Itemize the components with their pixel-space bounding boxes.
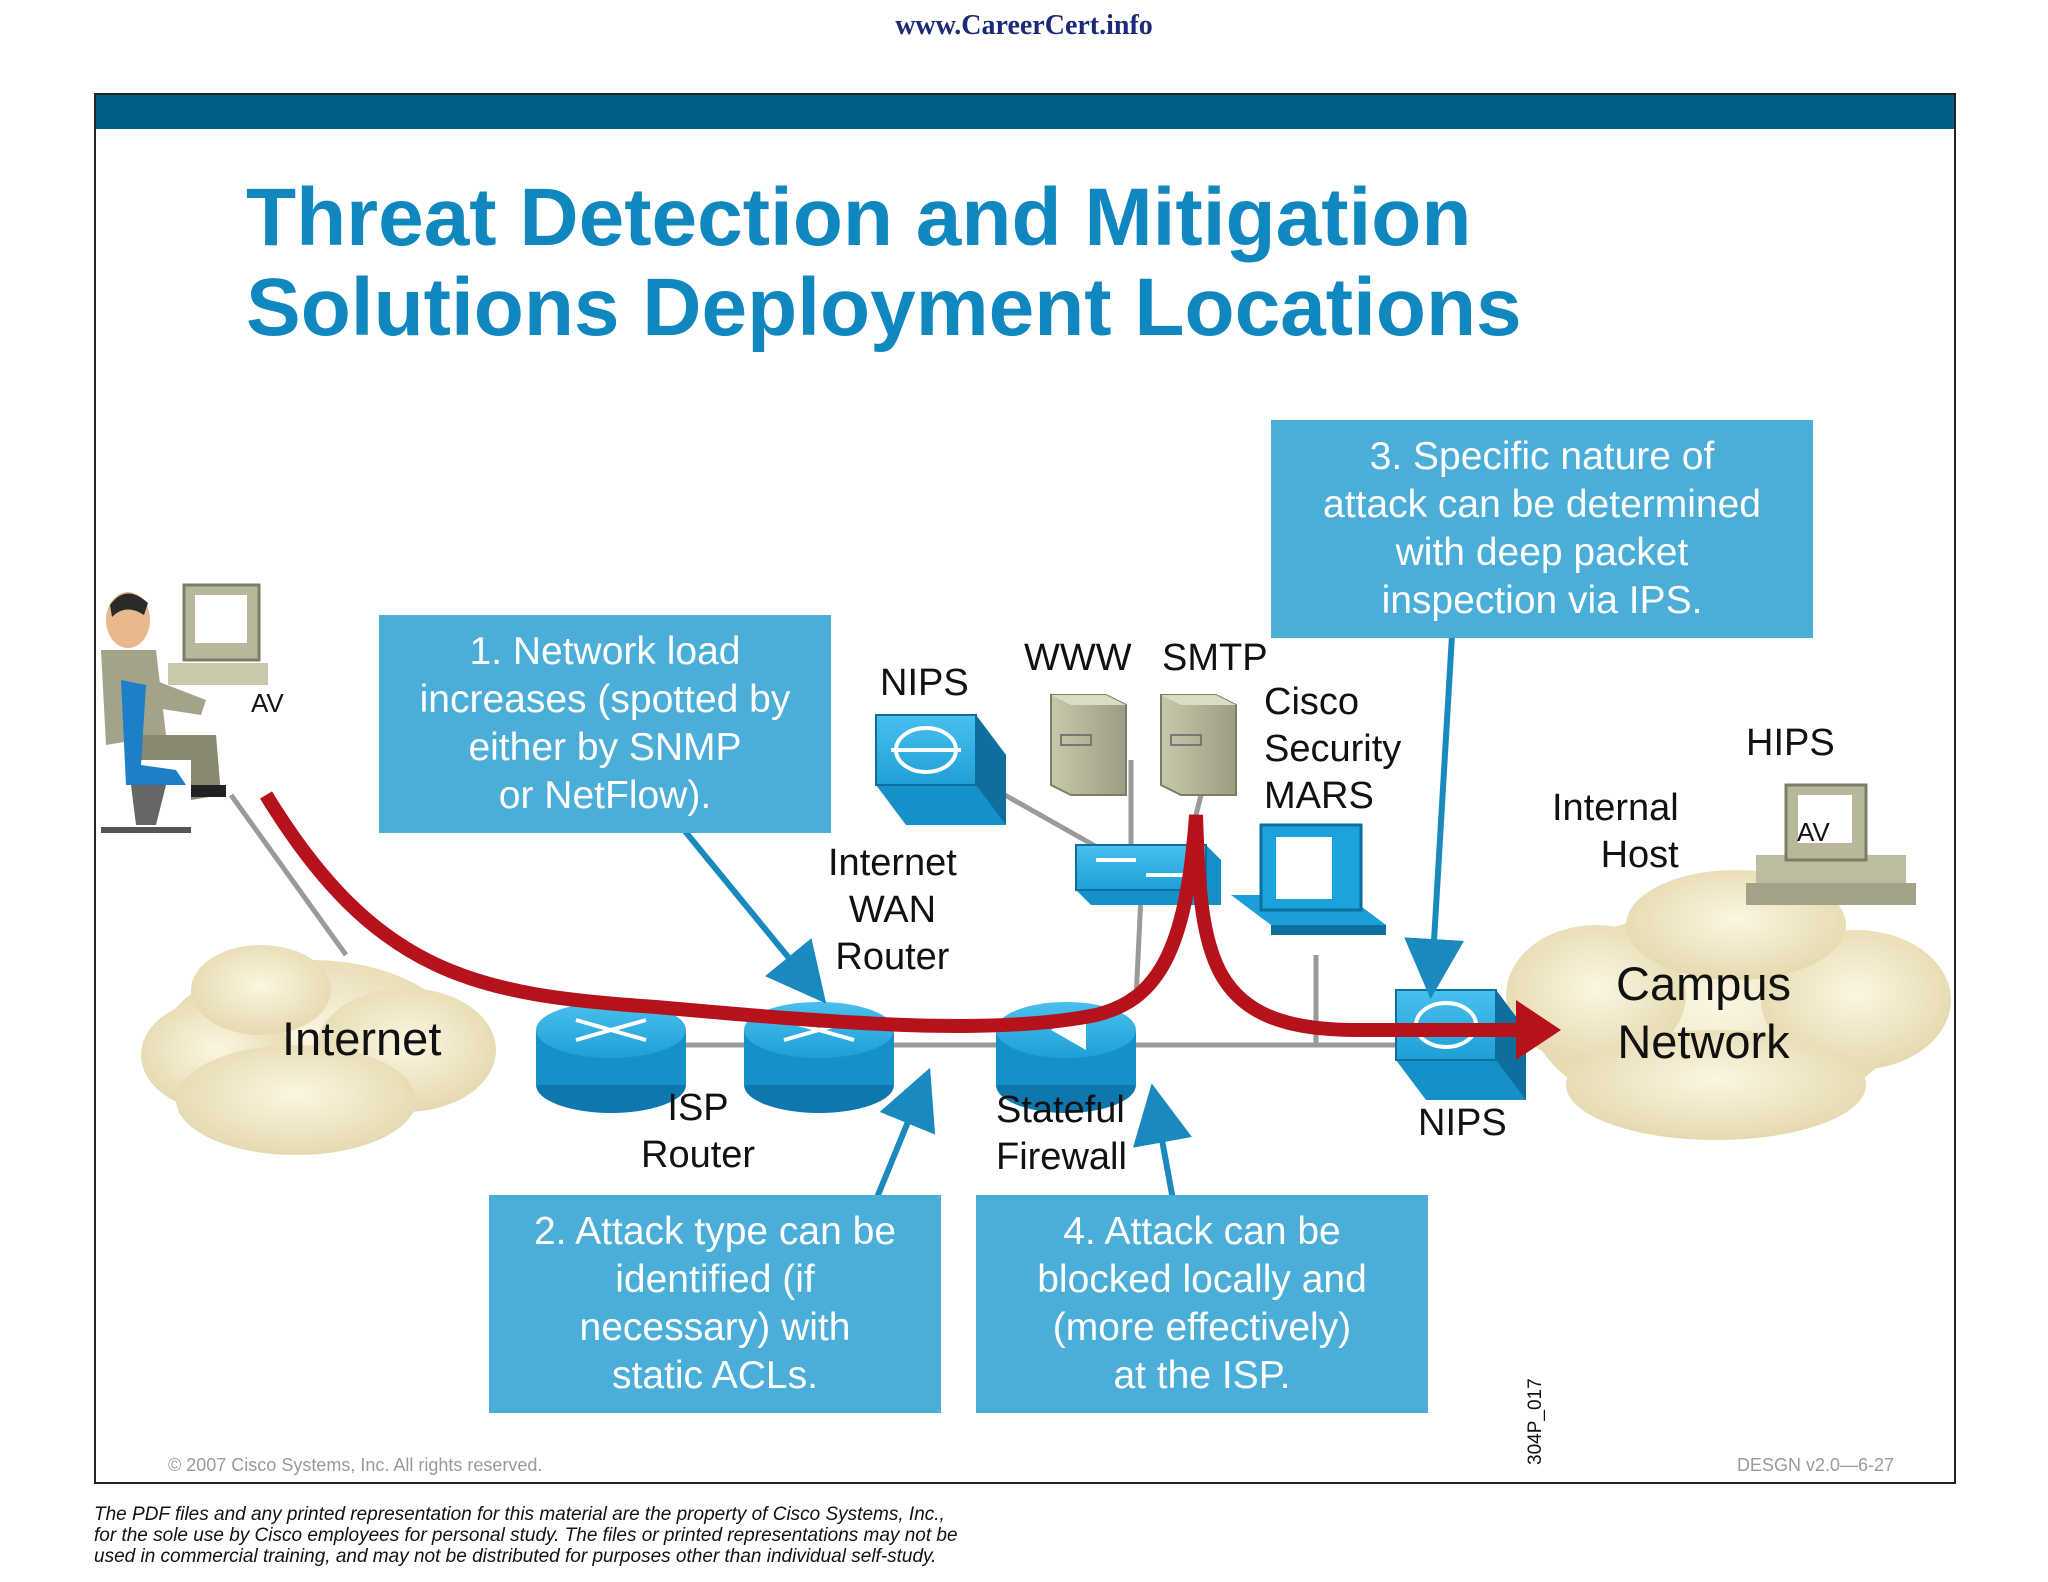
nips-top-device xyxy=(875,714,1006,825)
note-1-line-1: 1. Network load xyxy=(469,630,741,673)
title-line-2: Solutions Deployment Locations xyxy=(246,262,1522,353)
callout-arrows xyxy=(681,634,1465,1202)
label-internal-host-line-2: Host xyxy=(1600,834,1679,876)
note-attack-nature: 3. Specific nature of attack can be dete… xyxy=(1271,420,1813,638)
label-smtp: SMTP xyxy=(1162,637,1268,679)
label-campus-line-2: Network xyxy=(1617,1015,1790,1068)
note-3-line-2: attack can be determined xyxy=(1323,483,1761,526)
disclaimer-line-3: used in commercial training, and may not… xyxy=(94,1546,937,1567)
label-firewall-line-1: Stateful xyxy=(996,1089,1125,1131)
label-wan-router-line-2: WAN xyxy=(848,889,937,931)
label-firewall-line-2: Firewall xyxy=(996,1136,1127,1178)
slide-title: Threat Detection and Mitigation Solution… xyxy=(246,173,1522,353)
label-campus-line-1: Campus xyxy=(1616,957,1792,1010)
label-isp-router-line-1: ISP xyxy=(667,1087,729,1129)
slide-header-bar xyxy=(96,95,1954,129)
note-2-line-2: identified (if xyxy=(615,1258,815,1301)
label-wan-router-line-1: Internet xyxy=(828,842,957,884)
label-isp-router: ISP Router xyxy=(641,1085,755,1179)
note-2-line-3: necessary) with xyxy=(579,1306,851,1349)
label-mars-line-3: MARS xyxy=(1264,775,1374,817)
label-wan-router-line-3: Router xyxy=(835,936,950,978)
label-isp-router-line-2: Router xyxy=(641,1134,756,1176)
internal-host xyxy=(1746,783,1916,905)
attack-arrowhead xyxy=(1516,1000,1561,1060)
label-nips-top: NIPS xyxy=(880,662,969,704)
note-attack-blocked: 4. Attack can be blocked locally and (mo… xyxy=(976,1195,1428,1413)
nips-bottom-device xyxy=(1395,989,1526,1100)
user-workstation xyxy=(101,583,268,833)
smtp-server xyxy=(1160,694,1237,796)
label-mars-line-2: Security xyxy=(1264,728,1402,770)
disclaimer: The PDF files and any printed representa… xyxy=(94,1504,1194,1567)
note-3-line-3: with deep packet xyxy=(1395,531,1689,574)
note-4-line-4: at the ISP. xyxy=(1113,1354,1291,1397)
label-internal-host: Internal Host xyxy=(1552,785,1679,879)
title-line-1: Threat Detection and Mitigation xyxy=(246,172,1472,263)
note-1-line-2: increases (spotted by xyxy=(419,678,791,721)
label-campus-network: Campus Network xyxy=(1616,955,1791,1071)
copyright-notice: © 2007 Cisco Systems, Inc. All rights re… xyxy=(168,1455,543,1475)
label-stateful-firewall: Stateful Firewall xyxy=(996,1087,1127,1181)
label-hips: HIPS xyxy=(1746,722,1835,764)
label-mars-line-1: Cisco xyxy=(1264,681,1360,723)
course-code: DESGN v2.0—6-27 xyxy=(1736,1455,1894,1475)
note-4-line-1: 4. Attack can be xyxy=(1063,1210,1341,1253)
note-1-line-4: or NetFlow). xyxy=(498,774,712,817)
disclaimer-line-1: The PDF files and any printed representa… xyxy=(94,1504,945,1525)
www-server xyxy=(1050,694,1127,796)
disclaimer-line-2: for the sole use by Cisco employees for … xyxy=(94,1525,958,1546)
av-label-user: AV xyxy=(251,688,284,718)
label-internet: Internet xyxy=(282,1012,442,1065)
note-network-load: 1. Network load increases (spotted by ei… xyxy=(379,615,831,833)
campus-cloud xyxy=(1506,870,1951,1140)
attack-path xyxy=(260,791,1526,1037)
internet-cloud xyxy=(141,945,496,1155)
note-1-line-3: either by SNMP xyxy=(468,726,742,769)
label-wan-router: Internet WAN Router xyxy=(828,840,957,981)
note-attack-type: 2. Attack type can be identified (if nec… xyxy=(489,1195,941,1413)
note-3-line-1: 3. Specific nature of xyxy=(1369,435,1715,478)
note-4-line-3: (more effectively) xyxy=(1052,1306,1352,1349)
slide: Threat Detection and Mitigation Solution… xyxy=(94,93,1956,1484)
wan-router-device xyxy=(744,1002,894,1113)
isp-router-device xyxy=(536,1002,686,1113)
note-3-line-4: inspection via IPS. xyxy=(1381,579,1703,622)
av-label-host: AV xyxy=(1797,817,1830,847)
label-www: WWW xyxy=(1024,637,1132,679)
note-4-line-2: blocked locally and xyxy=(1037,1258,1367,1301)
network-diagram xyxy=(101,583,1951,1202)
note-2-line-1: 2. Attack type can be xyxy=(533,1210,897,1253)
label-nips-bottom: NIPS xyxy=(1418,1102,1507,1144)
figure-id: 304P_017 xyxy=(1525,1378,1546,1465)
site-url[interactable]: www.CareerCert.info xyxy=(895,10,1153,41)
note-2-line-4: static ACLs. xyxy=(612,1354,818,1397)
label-cisco-mars: Cisco Security MARS xyxy=(1264,679,1401,820)
mars-appliance xyxy=(1231,823,1386,935)
label-internal-host-line-1: Internal xyxy=(1552,787,1679,829)
